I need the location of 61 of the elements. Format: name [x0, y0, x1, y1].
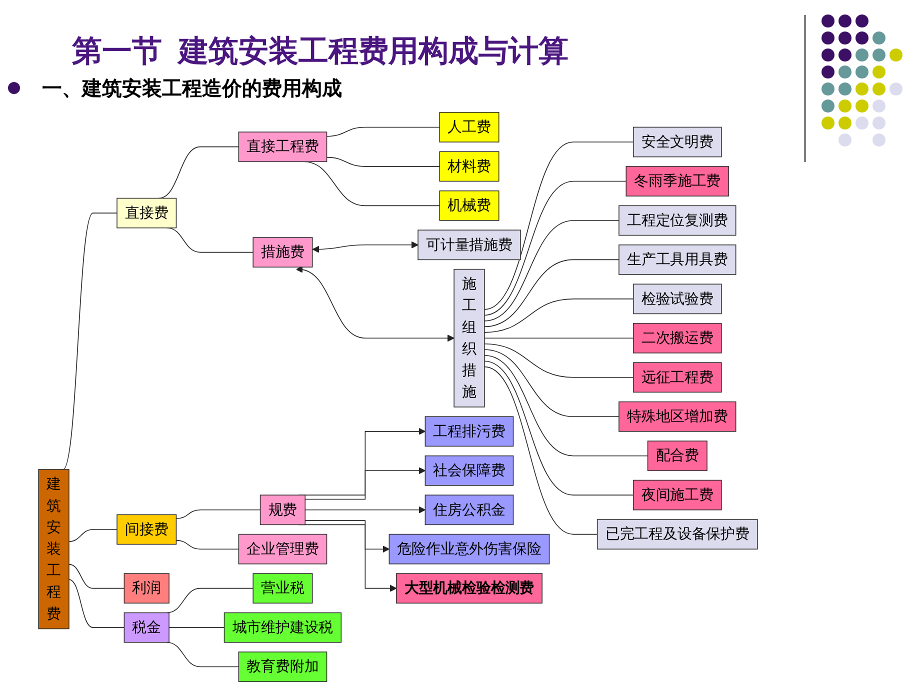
arrow — [304, 506, 426, 514]
connector — [68, 529, 118, 542]
node-box: 远征工程费 — [632, 362, 722, 393]
node-box: 安全文明费 — [632, 126, 722, 158]
node-box: 规费 — [260, 494, 306, 526]
connector — [176, 509, 261, 520]
node-box: 机械费 — [439, 190, 500, 221]
arrow — [304, 520, 390, 553]
connector — [484, 344, 634, 378]
node-box: 大型机械检验检测费 — [396, 573, 542, 604]
node-box: 直接费 — [116, 198, 177, 228]
connector — [484, 338, 634, 339]
node-box: 住房公积金 — [424, 494, 514, 526]
connector — [68, 579, 125, 628]
node-box: 社会保障费 — [424, 455, 514, 486]
node-box: 工程定位复测费 — [618, 205, 736, 236]
node-box: 税金 — [124, 612, 170, 643]
connector — [484, 360, 634, 496]
node-box: 利润 — [124, 573, 170, 604]
connector — [168, 627, 225, 628]
node-box: 特殊地区增加费 — [618, 401, 736, 432]
node-box: 夜间施工费 — [632, 480, 722, 510]
node-box: 生产工具用具费 — [618, 244, 736, 275]
node-box: 城市维护建设税 — [224, 612, 342, 643]
arrow — [304, 467, 426, 500]
node-box: 措施费 — [252, 237, 313, 268]
connector — [484, 259, 620, 328]
arrow — [312, 241, 418, 253]
section-heading: 一、建筑安装工程造价的费用构成 — [42, 76, 342, 102]
node-box: 检验试验费 — [632, 284, 722, 314]
connector — [484, 366, 598, 535]
connector — [484, 180, 627, 316]
connector — [62, 212, 118, 470]
connector — [484, 354, 648, 456]
connector — [484, 298, 634, 333]
node-box: 企业管理费 — [238, 534, 328, 564]
connector — [326, 126, 440, 137]
connector — [484, 220, 620, 322]
node-box: 直接工程费 — [238, 132, 328, 162]
connector — [484, 142, 634, 310]
connector — [484, 349, 620, 418]
connector — [326, 156, 440, 167]
node-box: 危险作业意外伤害保险 — [388, 534, 550, 564]
connector — [68, 564, 125, 589]
node-box: 材料费 — [439, 151, 500, 182]
node-box: 配合费 — [647, 440, 708, 472]
node-box: 二次搬运费 — [632, 322, 722, 354]
node-box: 可计量措施费 — [418, 230, 521, 260]
node-box: 间接费 — [116, 514, 177, 545]
connector — [166, 588, 254, 614]
node-box: 营业税 — [252, 573, 313, 604]
node-box: 冬雨季施工费 — [626, 166, 730, 196]
node-box: 工程排污费 — [424, 416, 514, 447]
node-box: 已完工程及设备保护费 — [596, 519, 758, 550]
arrow — [296, 266, 454, 342]
node-box: 建筑安装工程费 — [38, 469, 70, 630]
slide-title: 第一节 建筑安装工程费用构成与计算 — [72, 34, 569, 70]
connector — [176, 540, 240, 550]
node-box: 施工组织措施 — [454, 268, 485, 408]
node-box: 人工费 — [439, 112, 500, 142]
node-box: 教育费附加 — [238, 652, 328, 682]
